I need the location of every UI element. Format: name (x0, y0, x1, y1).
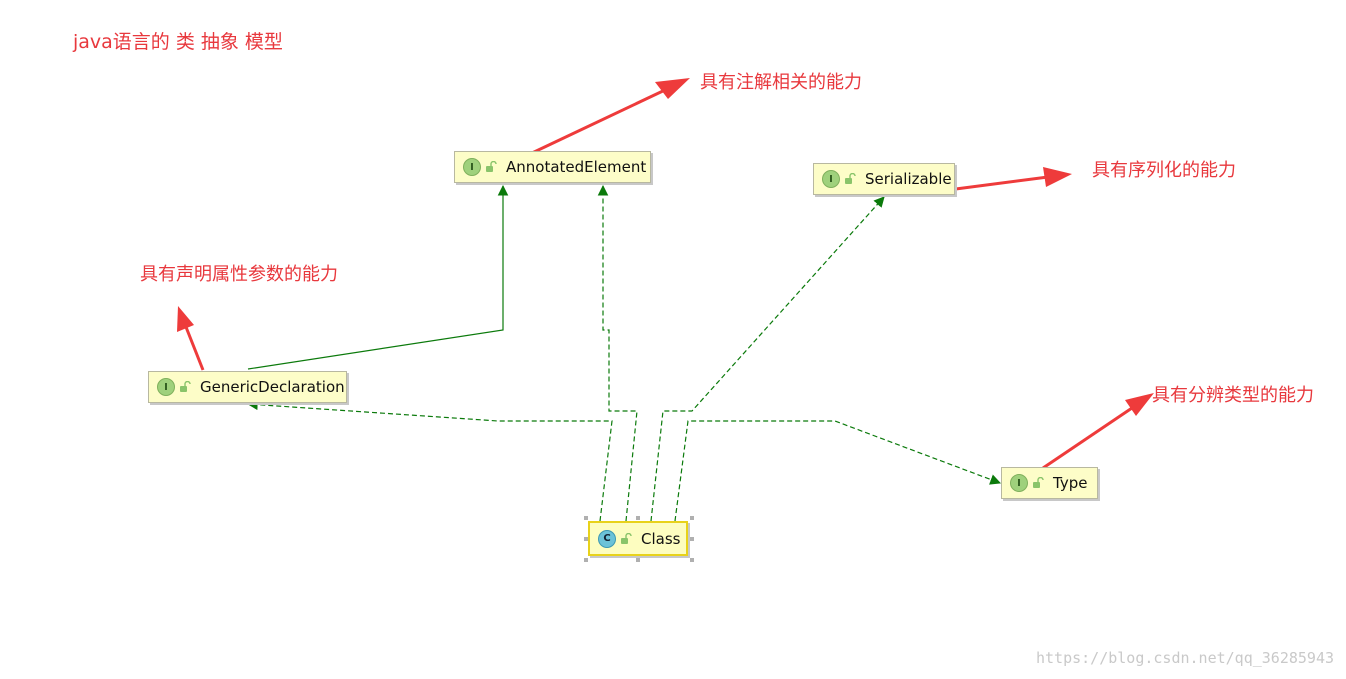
node-label: Class (641, 529, 681, 548)
edge-class-genericdeclaration (246, 399, 613, 522)
unlock-icon (486, 161, 497, 172)
unlock-icon (1033, 477, 1044, 488)
note-generic: 具有声明属性参数的能力 (140, 264, 338, 285)
node-class[interactable]: C Class (588, 521, 688, 556)
node-annotatedelement[interactable]: I AnnotatedElement (454, 151, 651, 183)
node-label: AnnotatedElement (506, 158, 647, 176)
selection-handle[interactable] (690, 516, 694, 520)
note-type: 具有分辨类型的能力 (1152, 385, 1314, 406)
selection-handle[interactable] (690, 537, 694, 541)
selection-handle[interactable] (584, 558, 588, 562)
node-serializable[interactable]: I Serializable (813, 163, 955, 195)
node-label: Serializable (865, 170, 952, 188)
annotation-arrow-type (1042, 393, 1154, 470)
unlock-icon (621, 532, 632, 544)
note-annotation: 具有注解相关的能力 (700, 72, 862, 93)
unlock-icon (845, 173, 856, 184)
selection-handle[interactable] (636, 516, 640, 520)
note-serialize: 具有序列化的能力 (1092, 160, 1236, 181)
annotation-arrow-generic (177, 306, 205, 371)
node-label: Type (1053, 474, 1088, 492)
edge-class-serializable (650, 196, 885, 522)
page-title: java语言的 类 抽象 模型 (73, 31, 283, 53)
selection-handle[interactable] (690, 558, 694, 562)
edge-class-annotatedelement (597, 184, 638, 522)
node-label: GenericDeclaration (200, 378, 345, 396)
node-type[interactable]: I Type (1001, 467, 1098, 499)
interface-icon: I (157, 378, 175, 396)
annotation-arrow-annotation (531, 78, 690, 155)
unlock-icon (180, 381, 191, 392)
selection-handle[interactable] (584, 537, 588, 541)
edge-class-type (674, 420, 1002, 522)
interface-icon: I (822, 170, 840, 188)
interface-icon: I (463, 158, 481, 176)
class-icon: C (598, 529, 616, 548)
annotation-arrow-serialize (947, 167, 1072, 192)
interface-icon: I (1010, 474, 1028, 492)
selection-handle[interactable] (584, 516, 588, 520)
watermark: https://blog.csdn.net/qq_36285943 (1035, 649, 1334, 667)
node-genericdeclaration[interactable]: I GenericDeclaration (148, 371, 347, 403)
selection-handle[interactable] (636, 558, 640, 562)
edge-genericdeclaration-annotatedelement (247, 184, 509, 370)
